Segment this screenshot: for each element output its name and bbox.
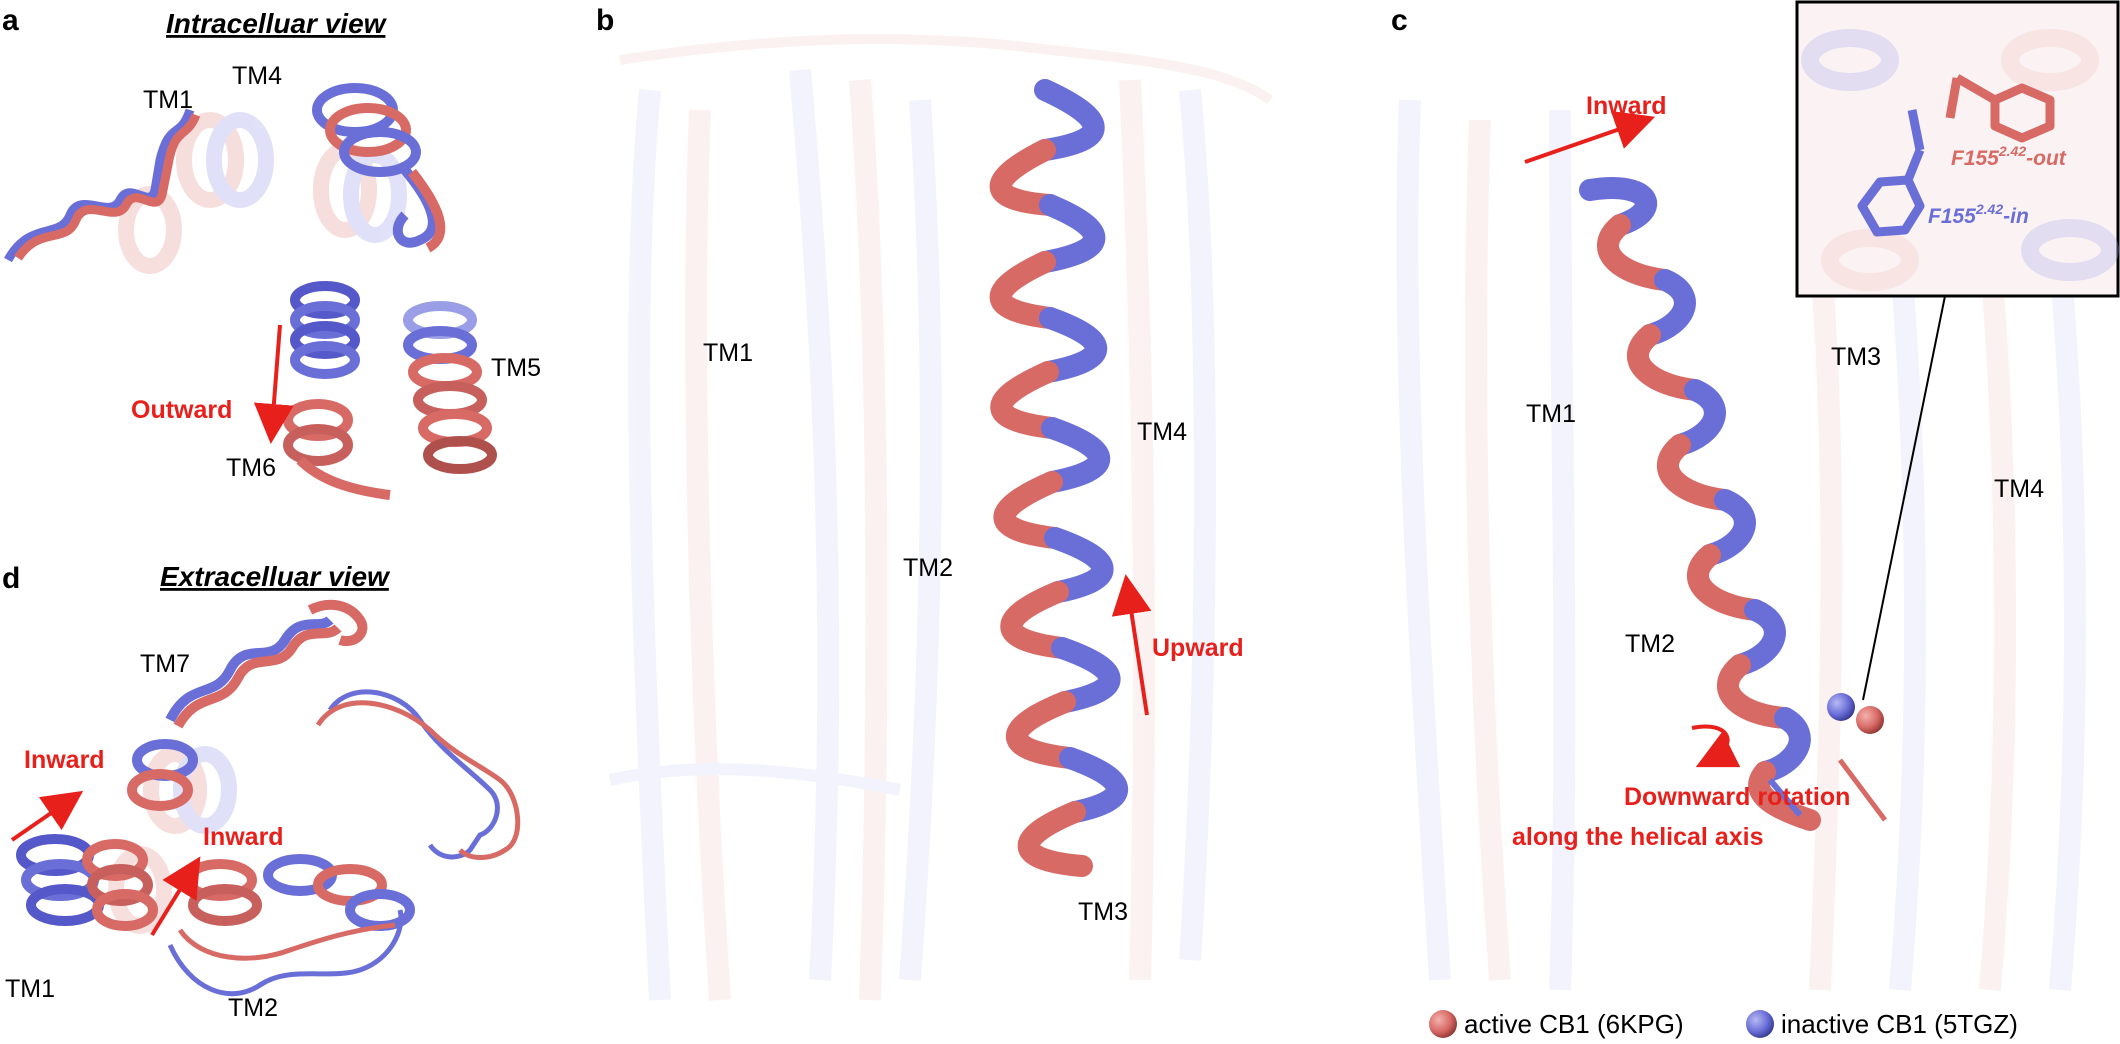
panel-c-rotation-arrow [1691,724,1741,768]
panel-b: b TM1 [596,4,1273,1001]
panel-c-loop-tail-blue [1767,778,1803,817]
panel-a-tm5-label: TM5 [491,354,541,382]
panel-d-tm1-helix [16,834,158,931]
legend: active CB1 (6KPG) inactive CB1 (5TGZ) [1429,1009,2018,1039]
panel-b-tm3-label: TM3 [1078,898,1128,926]
panel-d-inward-arrow-1 [10,790,84,842]
panel-a: a Intracelluar view [2,4,541,500]
panel-d-tm2-helix [167,854,415,997]
panel-a-tm1-label: TM1 [143,86,193,114]
panel-c-inset-connector [1862,295,1946,701]
panel-b-tm3-helix [989,79,1128,877]
panel-d-tm2-label: TM2 [228,994,278,1022]
panel-c-residue-sphere-inactive [1827,693,1855,721]
panel-d-inward-label-1: Inward [24,746,105,774]
panel-c-tm2-helix [1579,177,1821,831]
legend-active-label: active CB1 (6KPG) [1464,1009,1684,1039]
panel-c-inward-arrow [1524,110,1656,164]
panel-a-label: a [2,4,19,37]
panel-c-rotation-label-line1: Downward rotation [1624,783,1850,811]
panel-d-inward-label-2: Inward [203,823,284,851]
panel-a-outward-arrow [253,324,294,444]
panel-b-label: b [596,4,614,37]
panel-a-tm1-active [14,113,201,261]
panel-d-title: Extracelluar view [160,561,391,592]
panel-c-label: c [1391,4,1408,37]
panel-b-tm2-label: TM2 [903,554,953,582]
panel-c-tm4-label: TM4 [1994,475,2044,503]
legend-active-swatch [1429,1010,1457,1038]
panel-a-tm6-helix [283,281,391,500]
residue-in-stick [1857,109,1925,237]
panel-d-ecl-loop-active [315,700,521,860]
panel-d-tm7-helix [127,599,368,811]
panel-a-tm1-inactive [4,108,195,263]
panel-a-tm4-helix [312,83,446,253]
panel-c-background-helices [1396,99,2086,991]
panel-c-tm3-label: TM3 [1831,343,1881,371]
inset-residue-out-label: F1552.42-out [1951,143,2067,170]
panel-c-tm1-label: TM1 [1526,400,1576,428]
panel-a-tm6-label: TM6 [226,454,276,482]
panel-d-inward-arrow-2 [150,856,201,937]
panel-c-residue-sphere-active [1856,706,1884,734]
panel-a-title: Intracelluar view [166,8,388,39]
inset-residue-in-label: F1552.42-in [1928,201,2029,228]
panel-c-tm2-label: TM2 [1625,630,1675,658]
panel-d: d Extracelluar view [2,561,521,1022]
panel-c-inward-label: Inward [1586,92,1667,120]
panel-c-inset: F1552.42-out F1552.42-in [1795,0,2120,298]
panel-c-rotation-label-line2: along the helical axis [1512,823,1763,851]
panel-a-tm4-label: TM4 [232,62,282,90]
panel-d-tm7-label: TM7 [140,650,190,678]
panel-c: c TM1 TM2 [1391,0,2120,991]
panel-b-upward-label: Upward [1152,634,1244,662]
panel-c-loop-tail-red [1838,758,1887,822]
panel-b-upward-arrow [1111,574,1152,716]
legend-inactive-label: inactive CB1 (5TGZ) [1781,1009,2018,1039]
panel-b-background-helices [608,34,1273,1001]
panel-a-outward-label: Outward [131,396,232,424]
panel-a-tm5-helix [403,301,497,474]
panel-b-tm1-label: TM1 [703,339,753,367]
legend-inactive-swatch [1746,1010,1774,1038]
panel-d-label: d [2,562,20,595]
panel-b-tm4-label: TM4 [1137,418,1187,446]
panel-d-tm1-label: TM1 [5,975,55,1003]
residue-out-stick [1945,74,2055,143]
